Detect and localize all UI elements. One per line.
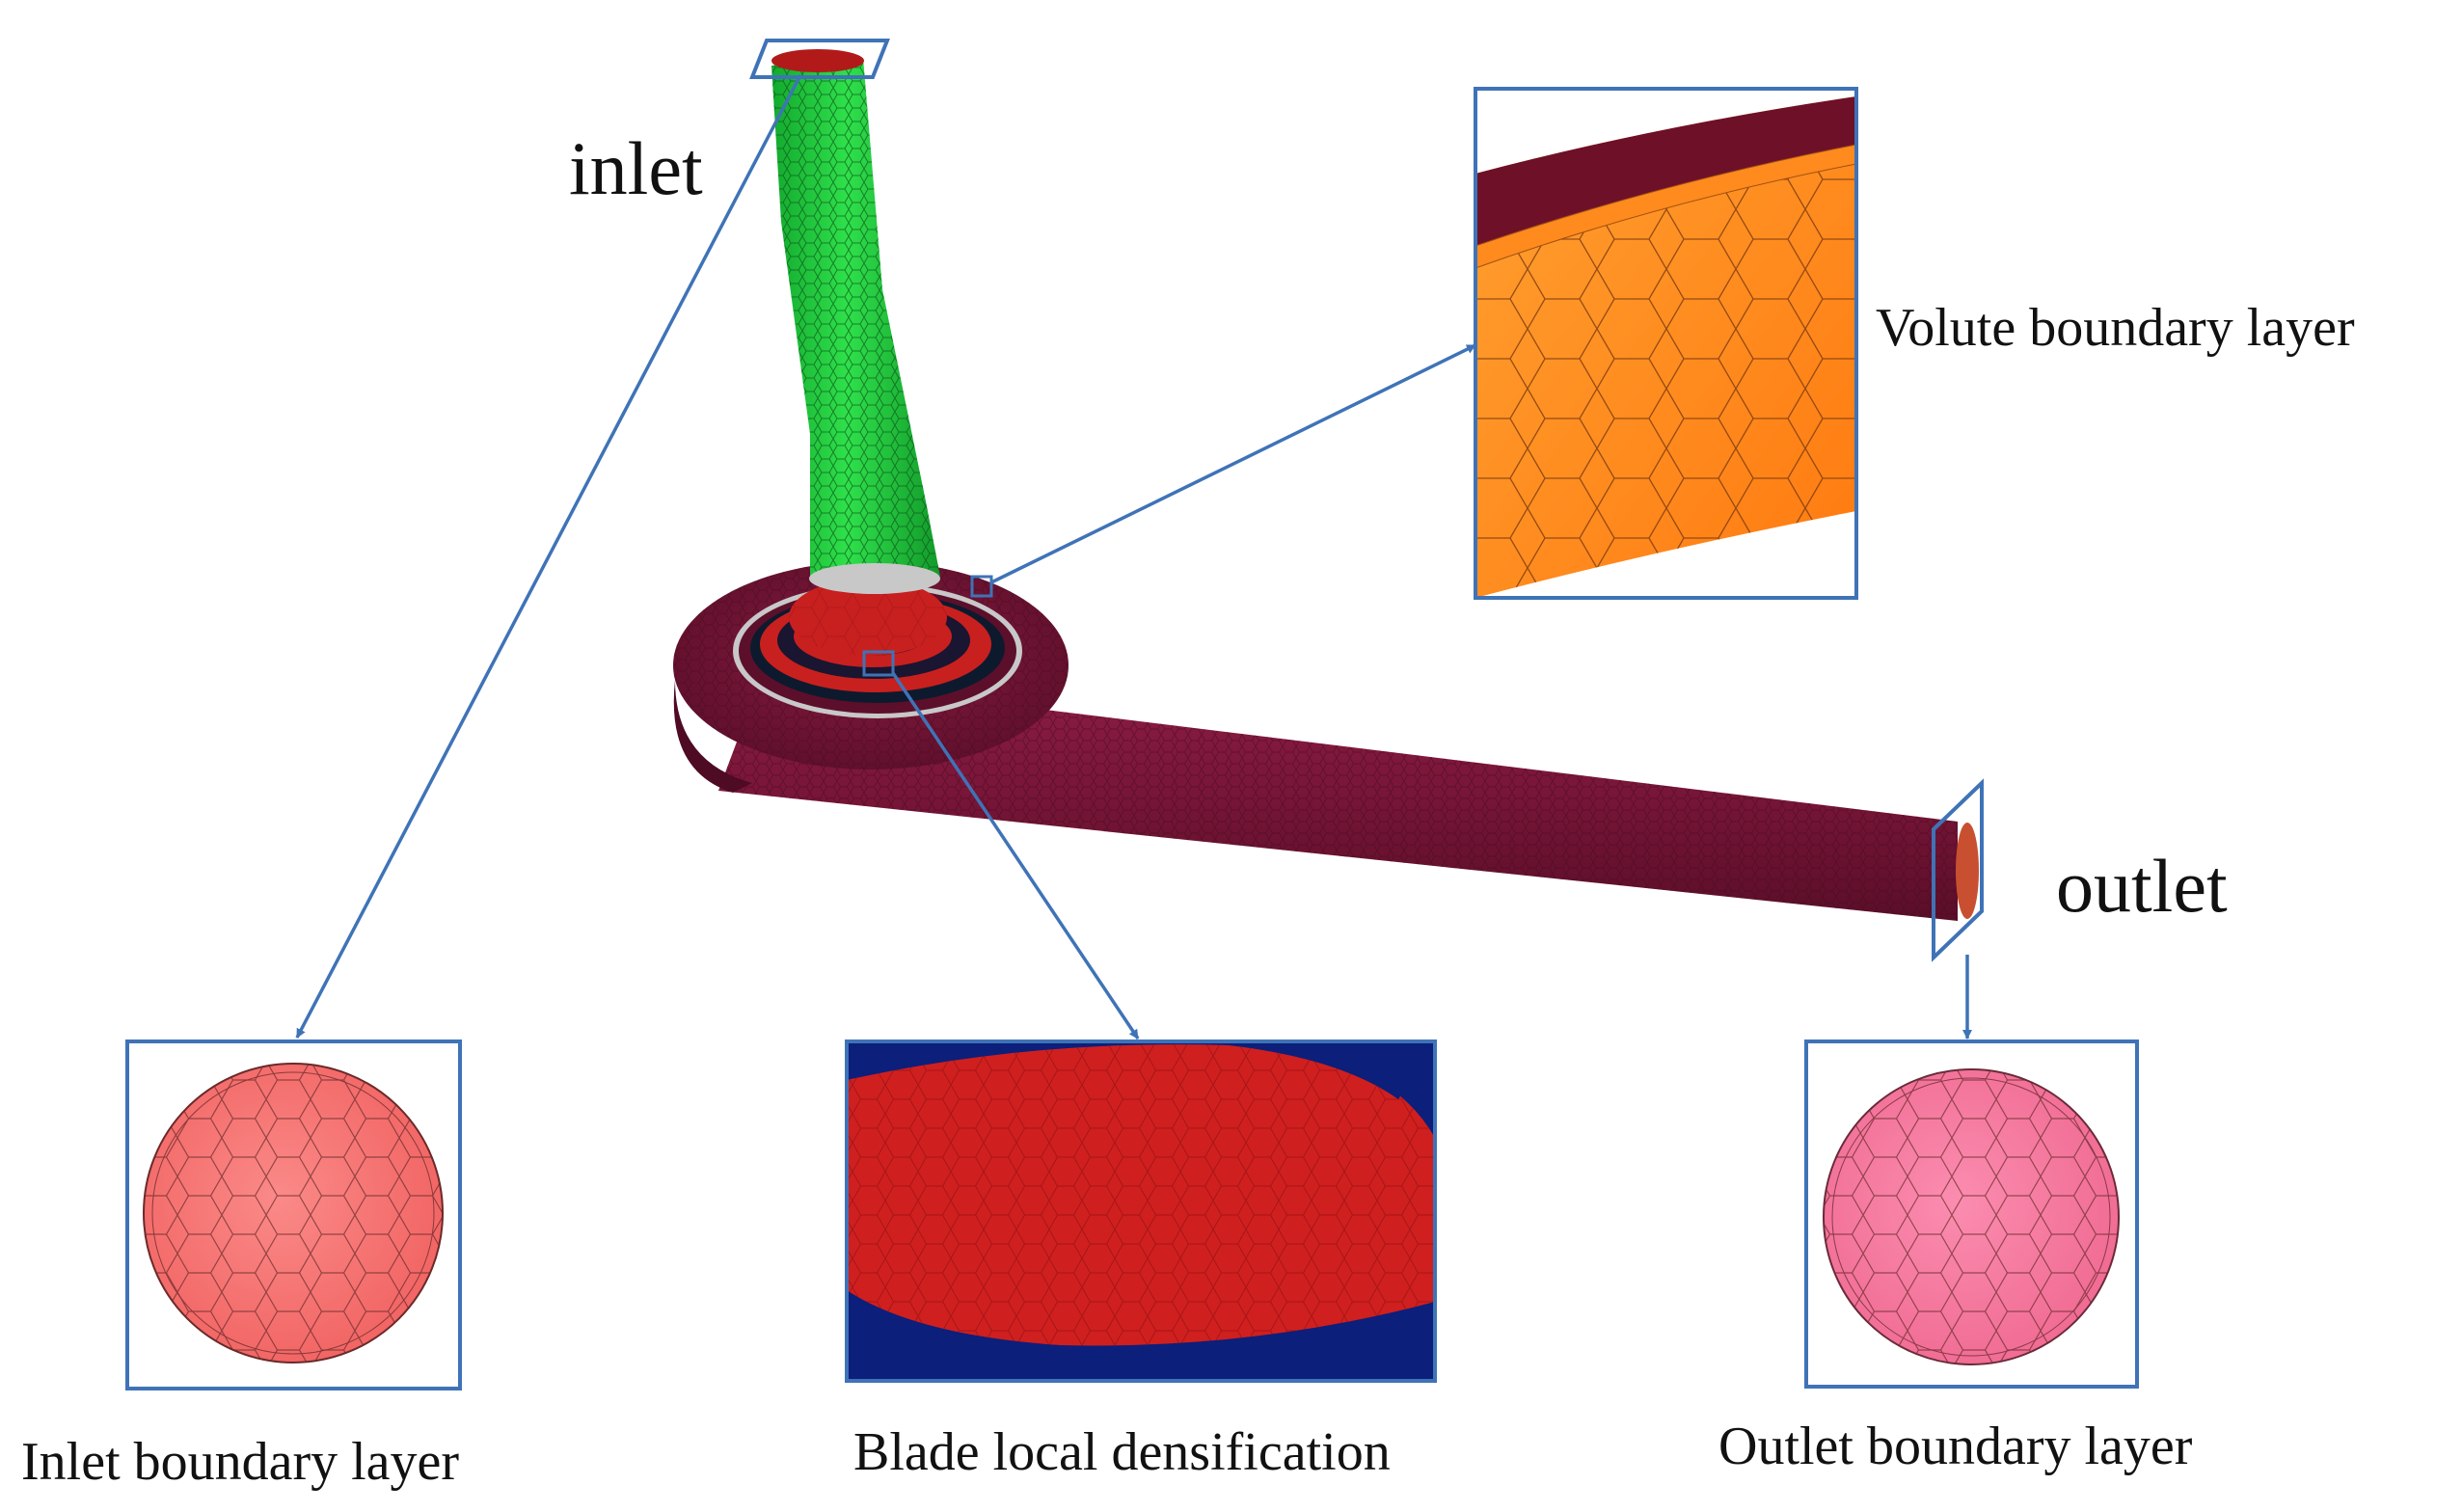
blade-densification-inset — [845, 1040, 1437, 1383]
volute-casing — [673, 561, 1069, 793]
volute-boundary-layer-caption: Volute boundary layer — [1876, 298, 2355, 358]
inlet-boundary-inset — [125, 1040, 462, 1390]
outlet-pipe — [718, 675, 1958, 921]
inlet-leader-arrow — [295, 74, 802, 1039]
outlet-label: outlet — [2056, 844, 2228, 928]
outlet-face — [1932, 778, 1984, 962]
outlet-boundary-layer-caption: Outlet boundary layer — [1718, 1417, 2193, 1476]
inlet-boundary-layer-caption: Inlet boundary layer — [21, 1432, 460, 1492]
pump-model — [673, 39, 1984, 962]
outlet-boundary-inset — [1804, 1040, 2139, 1389]
blade-local-densification-caption: Blade local densification — [853, 1422, 1391, 1482]
volute-boundary-inset — [1474, 87, 1858, 600]
leader-arrows — [295, 74, 1972, 1040]
blade-leader-arrow — [891, 672, 1140, 1040]
blade-callout-box — [862, 650, 895, 677]
volute-callout-box — [970, 575, 993, 598]
volute-leader-arrow — [990, 343, 1476, 584]
inlet-pipe — [749, 39, 940, 594]
inlet-label: inlet — [569, 126, 703, 210]
